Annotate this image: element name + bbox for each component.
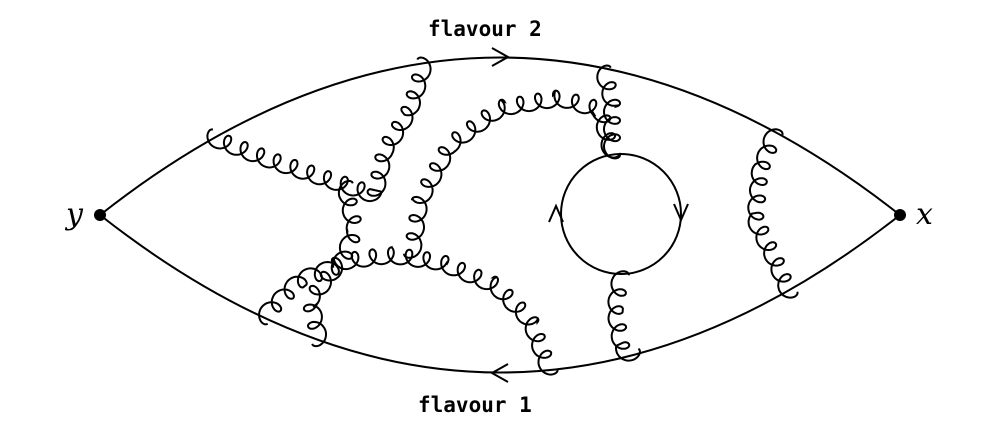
loop-arrow-left xyxy=(548,203,564,223)
gluon-lines xyxy=(206,56,799,376)
vertex-x-dot xyxy=(894,209,906,221)
gluon-top-loop xyxy=(596,64,622,160)
gluon-left-upper xyxy=(206,56,432,203)
bottom-fermion-line xyxy=(99,214,901,374)
gluon-bottom-arc xyxy=(302,246,559,376)
gluon-loop-bottom xyxy=(607,270,641,362)
loop-arrow-right xyxy=(673,203,689,223)
gluon-right xyxy=(747,128,799,299)
vertex-y-dot xyxy=(94,209,106,221)
top-line-arrow xyxy=(491,47,511,67)
bottom-line-arrow xyxy=(489,363,509,383)
top-fermion-line xyxy=(99,56,901,216)
vertex-x-label: x xyxy=(916,197,933,232)
flavour-2-label: flavour 2 xyxy=(428,17,542,41)
gluon-left-cross xyxy=(257,179,362,326)
vertex-y-label: y xyxy=(64,197,84,232)
quark-loop xyxy=(560,153,682,275)
gluon-middle-arc xyxy=(403,89,621,259)
flavour-1-label: flavour 1 xyxy=(418,393,532,417)
